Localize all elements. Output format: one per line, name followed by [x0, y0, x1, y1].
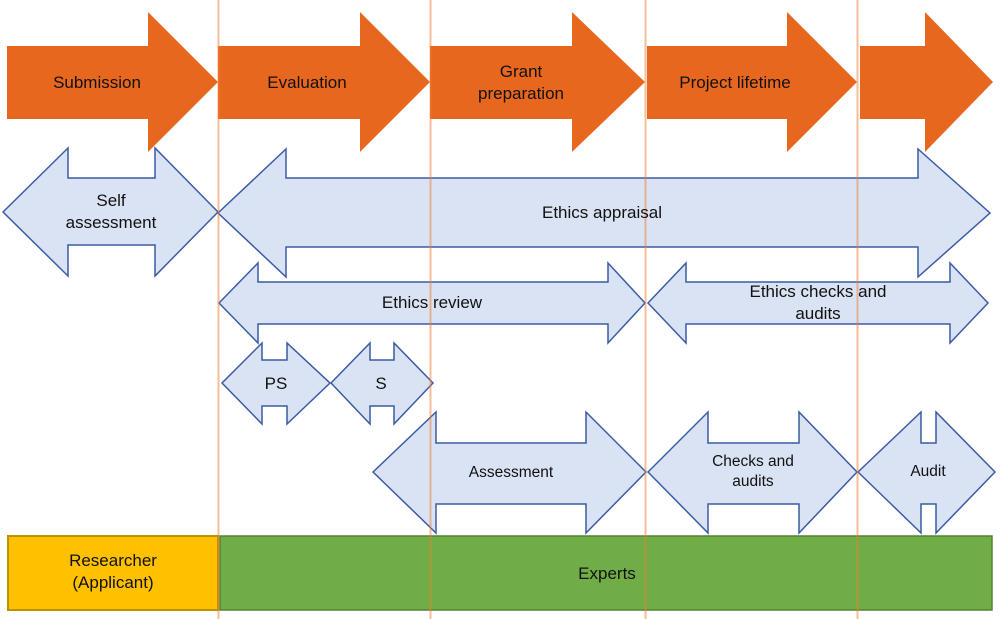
- experts-bar: [219, 535, 993, 611]
- arrow-ps: [220, 341, 332, 426]
- arrow-audit: [856, 410, 997, 535]
- arrow-assessment: [371, 410, 648, 535]
- phase-arrow-grant-preparation: [430, 12, 645, 152]
- phase-arrow-submission: [7, 12, 218, 152]
- researcher-bar: [7, 535, 219, 611]
- arrow-checks-and-audits: [646, 410, 859, 535]
- phase-arrow-post-project: [860, 12, 993, 152]
- arrow-s: [329, 341, 435, 426]
- arrow-ethics-appraisal: [216, 147, 992, 279]
- phase-arrow-evaluation: [218, 12, 430, 152]
- arrow-self-assessment: [1, 146, 220, 278]
- arrow-ethics-checks-audits: [646, 261, 990, 345]
- phase-arrow-project-lifetime: [647, 12, 857, 152]
